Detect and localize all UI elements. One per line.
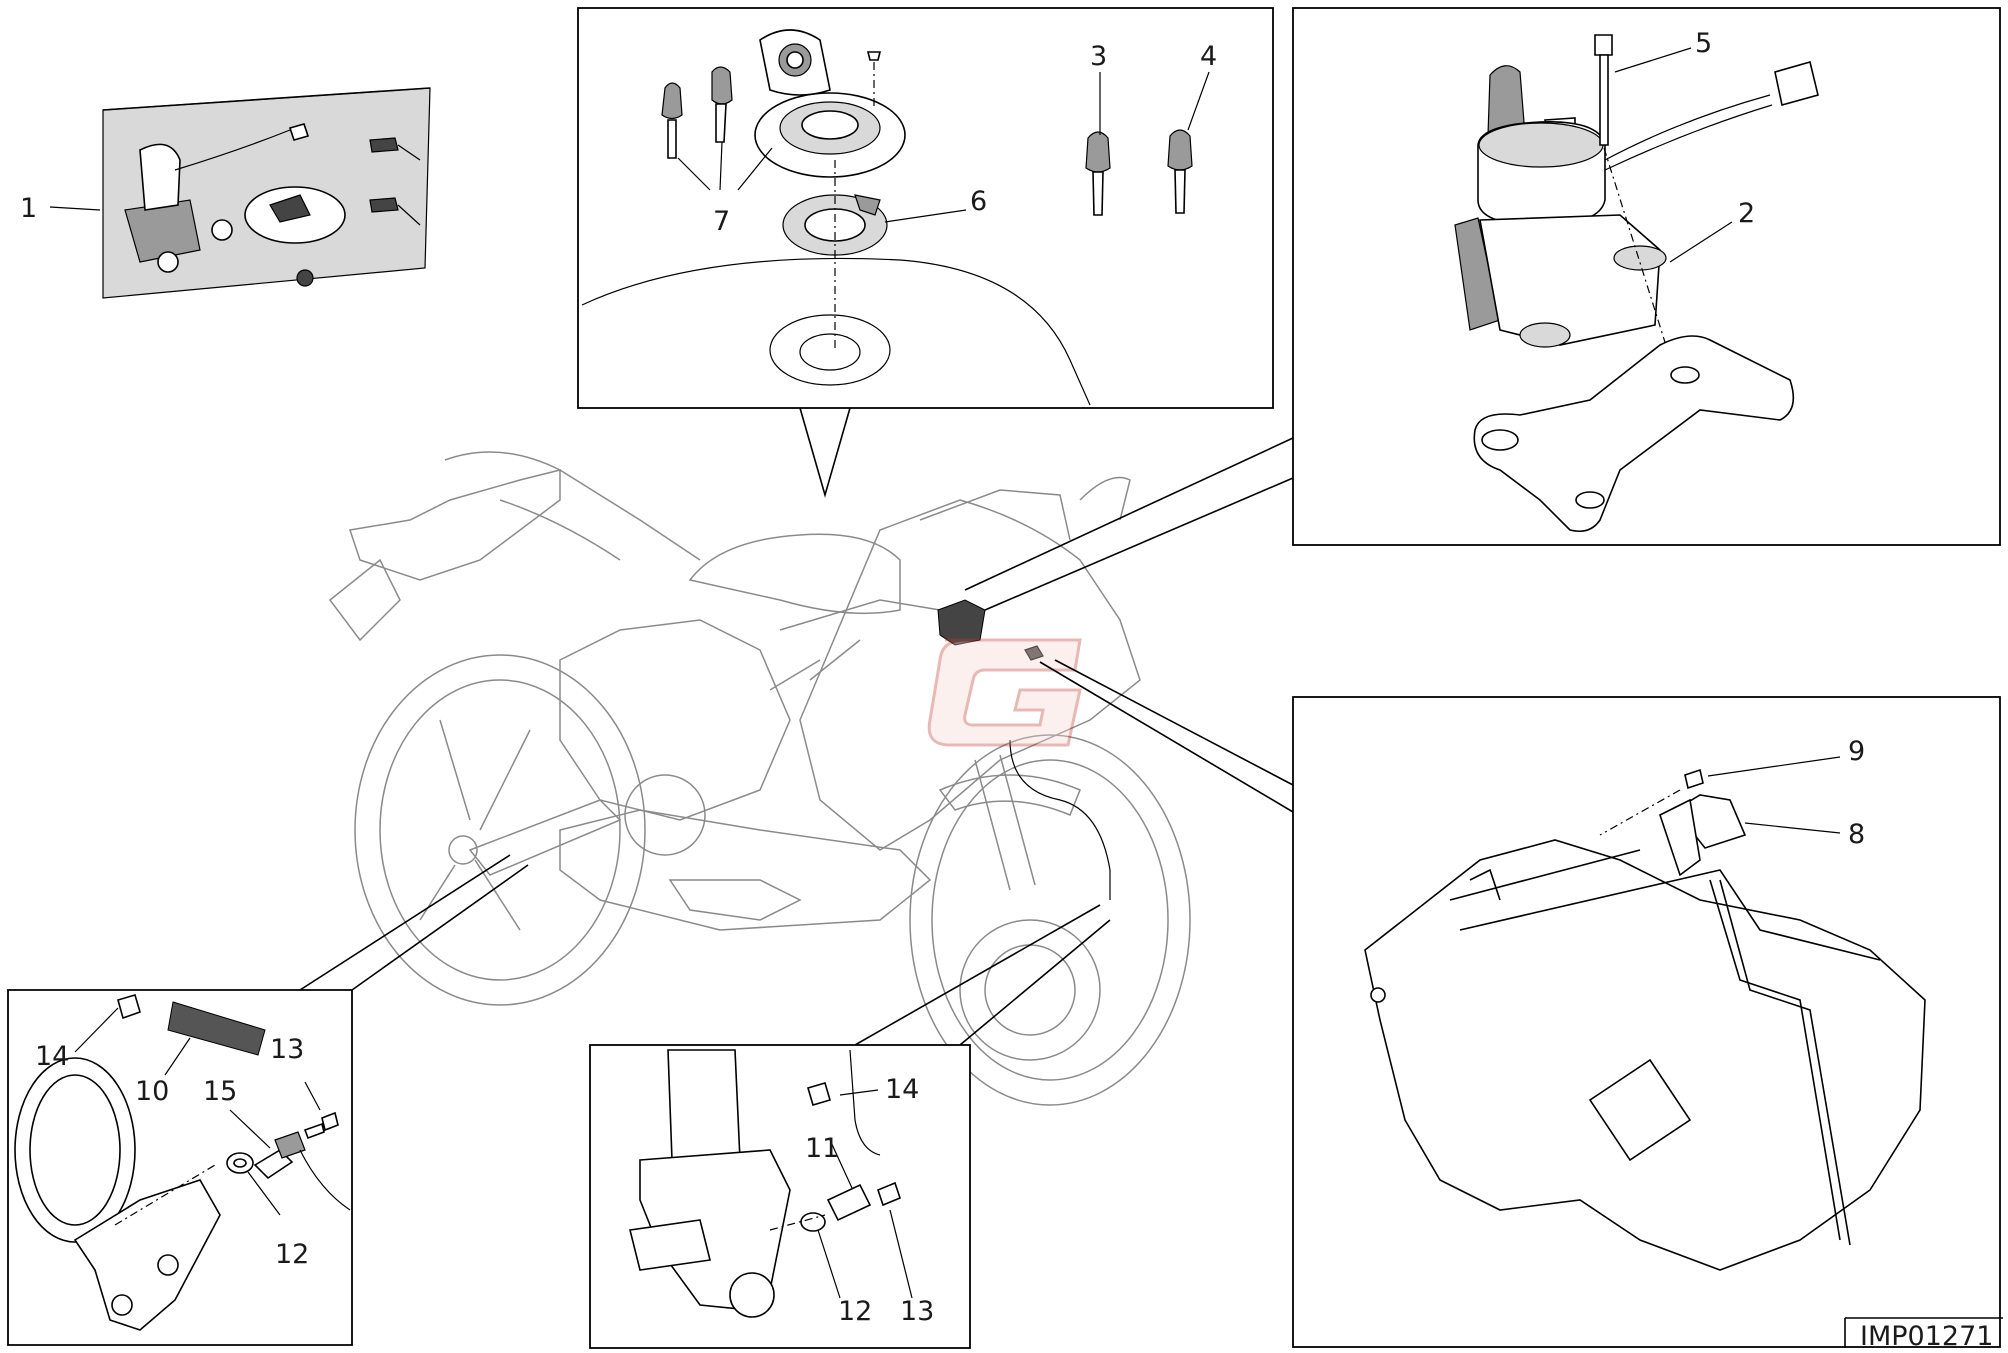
callout-2: 2 (1738, 198, 1755, 229)
callout-11: 11 (805, 1133, 839, 1164)
inset-fuel-cap (577, 7, 1274, 498)
callout-labels: 1 2 3 4 5 6 7 8 9 10 11 12 12 13 13 14 1… (20, 28, 1865, 1327)
motorcycle-illustration (328, 451, 1191, 1106)
callout-4: 4 (1200, 41, 1217, 72)
callout-10: 10 (135, 1076, 169, 1107)
callout-5: 5 (1695, 28, 1712, 59)
callout-9: 9 (1848, 736, 1865, 767)
diagram-code-box: IMP01271 (1844, 1317, 2003, 1352)
inset-airbox-sensor (1039, 659, 2001, 1348)
callout-7: 7 (713, 206, 730, 237)
callout-12a: 12 (275, 1239, 309, 1270)
callout-3: 3 (1090, 41, 1107, 72)
inset-ignition-kit (49, 87, 431, 299)
callout-14b: 14 (885, 1074, 919, 1105)
callout-12b: 12 (838, 1296, 872, 1327)
callout-8: 8 (1848, 819, 1865, 850)
callout-13b: 13 (900, 1296, 934, 1327)
callout-14a: 14 (35, 1041, 69, 1072)
inset-ignition-detail (964, 7, 2001, 611)
diagram-code: IMP01271 (1860, 1321, 1993, 1352)
inset-rear-sensor (7, 854, 529, 1346)
callout-1: 1 (20, 193, 37, 224)
callout-6: 6 (970, 186, 987, 217)
watermark-logo (927, 638, 1082, 747)
callout-15: 15 (203, 1076, 237, 1107)
callout-13a: 13 (270, 1034, 304, 1065)
inset-front-sensor (589, 904, 1111, 1349)
